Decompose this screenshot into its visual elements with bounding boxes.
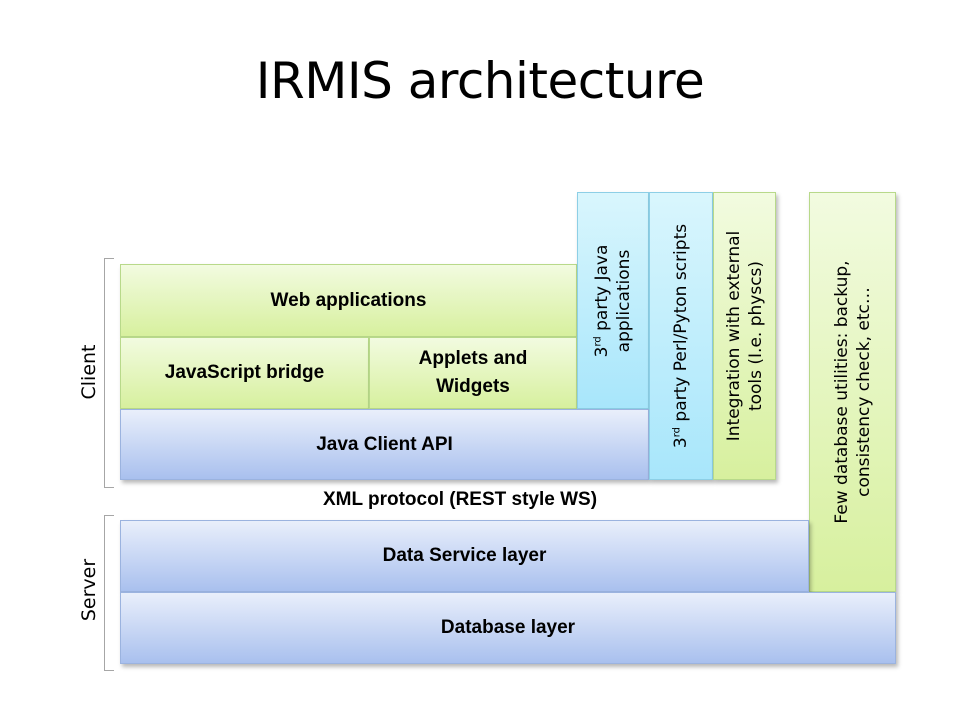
xml-protocol-label: XML protocol (REST style WS) [322,489,598,510]
third-party-java-line2: applications [614,249,634,352]
server-label: Server [78,558,100,622]
applets-widgets-box: Applets and Widgets [369,337,577,409]
third-party-java-sup: rd [592,335,604,347]
third-party-scripts-rest: party Perl/Pyton scripts [670,223,691,427]
database-utilities-text: Few database utilities: backup, consiste… [830,260,874,523]
third-party-java-prefix: 3 [591,346,612,357]
integration-box: Integration with external tools (I.e. ph… [713,192,776,480]
integration-line1: Integration with external [723,230,744,442]
third-party-scripts-sup: rd [671,426,683,438]
web-applications-label: Web applications [270,289,427,311]
web-applications-box: Web applications [120,264,577,337]
page-title: IRMIS architecture [255,52,705,110]
applets-widgets-line2: Widgets [436,376,510,397]
third-party-scripts-text: 3rd party Perl/Pyton scripts [670,224,692,448]
data-service-layer-box: Data Service layer [120,520,809,592]
javascript-bridge-label: JavaScript bridge [164,362,325,384]
database-layer-label: Database layer [440,617,576,639]
third-party-java-rest: party Java [591,244,612,336]
client-bracket [104,258,114,488]
javascript-bridge-box: JavaScript bridge [120,337,369,409]
database-layer-box: Database layer [120,592,896,664]
java-client-api-box: Java Client API [120,409,649,480]
third-party-scripts-prefix: 3 [670,437,691,449]
third-party-java-box: 3rd party Java applications [577,192,649,409]
applets-widgets-line1: Applets and [418,348,528,370]
client-label: Client [78,344,100,400]
utilities-line1: Few database utilities: backup, [831,260,852,524]
java-client-api-label: Java Client API [316,433,453,455]
data-service-layer-label: Data Service layer [382,545,547,567]
server-bracket [104,515,114,671]
database-utilities-box: Few database utilities: backup, consiste… [809,192,896,592]
integration-text: Integration with external tools (I.e. ph… [722,231,766,442]
integration-line2: tools (I.e. physcs) [745,260,766,412]
third-party-java-text: 3rd party Java applications [591,244,635,357]
utilities-line2: consistency check, etc… [853,287,874,497]
third-party-scripts-box: 3rd party Perl/Pyton scripts [649,192,713,480]
